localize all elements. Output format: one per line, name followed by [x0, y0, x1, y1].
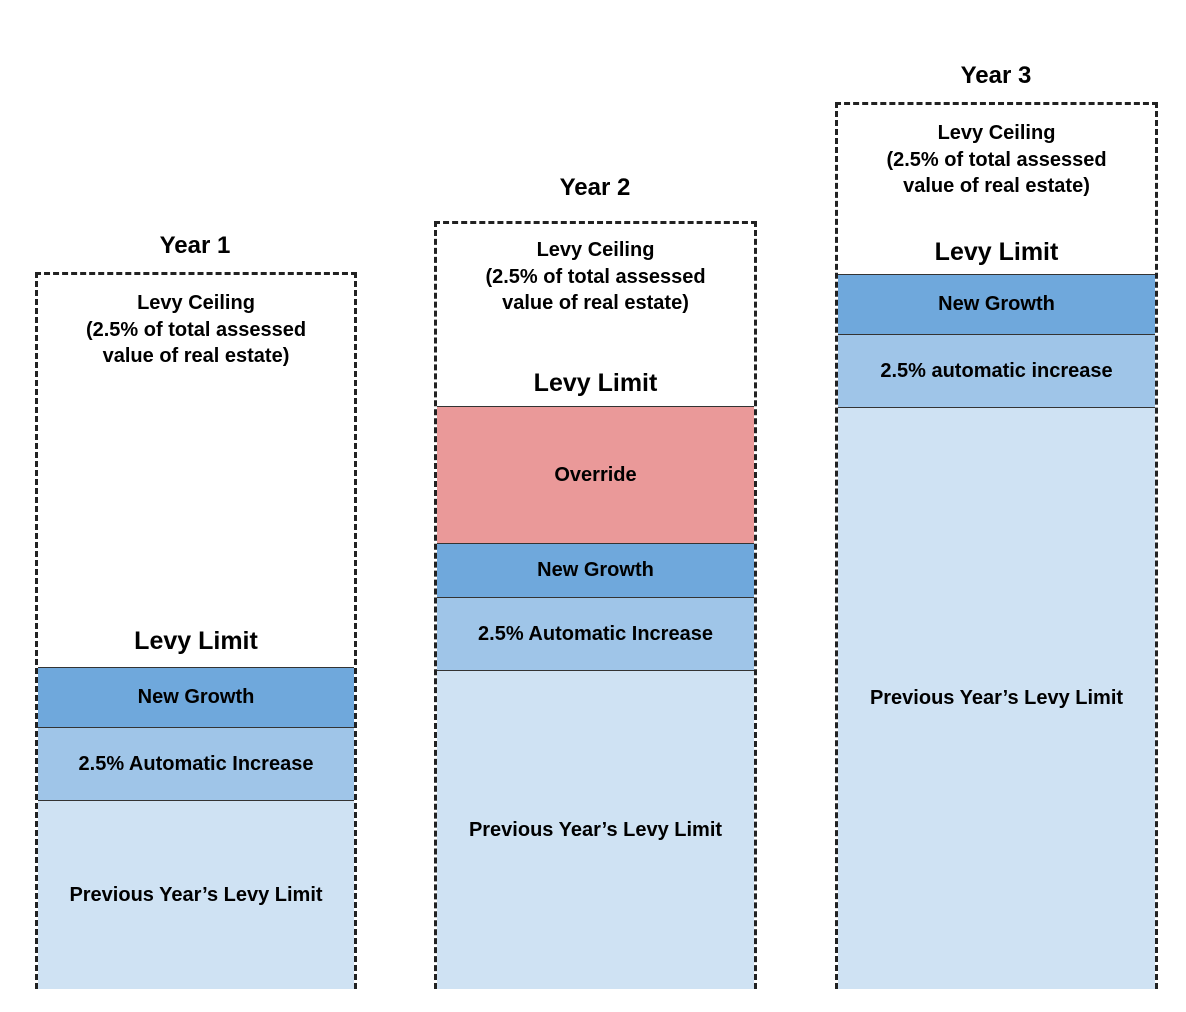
year-2-segment-automatic-increase: 2.5% Automatic Increase: [437, 597, 754, 670]
year-3-ceiling-label: Levy Ceiling (2.5% of total assessed val…: [838, 120, 1155, 200]
year-3-ceiling-box: Levy Ceiling (2.5% of total assessed val…: [835, 102, 1158, 989]
ceiling-desc-line: (2.5% of total assessed: [85, 318, 307, 341]
year-1-levy-limit-label: Levy Limit: [134, 627, 258, 655]
year-2-segment-previous-limit: Previous Year’s Levy Limit: [437, 670, 754, 989]
ceiling-desc-line: value of real estate): [502, 292, 689, 314]
year-1-ceiling-box: Levy Ceiling (2.5% of total assessed val…: [35, 272, 357, 989]
year-1-segment-previous-limit: Previous Year’s Levy Limit: [38, 800, 354, 989]
ceiling-title: Levy Ceiling: [536, 239, 655, 261]
segment-label: Previous Year’s Levy Limit: [69, 883, 323, 906]
ceiling-title: Levy Ceiling: [137, 292, 255, 314]
year-3-title: Year 3: [960, 62, 1032, 89]
ceiling-title: Levy Ceiling: [937, 122, 1056, 144]
segment-label: Override: [554, 463, 637, 486]
year-2-segment-override: Override: [437, 406, 754, 543]
year-3-segment-previous-limit: Previous Year’s Levy Limit: [838, 407, 1155, 989]
year-1-ceiling-label: Levy Ceiling (2.5% of total assessed val…: [38, 290, 354, 370]
year-1-title: Year 1: [159, 232, 231, 259]
ceiling-desc-line: (2.5% of total assessed: [886, 148, 1107, 171]
segment-label: New Growth: [537, 559, 654, 581]
year-1-segment-automatic-increase: 2.5% Automatic Increase: [38, 727, 354, 800]
segment-label: 2.5% Automatic Increase: [478, 622, 713, 645]
year-3-segment-new-growth: New Growth: [838, 274, 1155, 334]
year-2-title: Year 2: [559, 174, 631, 201]
ceiling-desc-line: (2.5% of total assessed: [485, 265, 706, 288]
segment-label: Previous Year’s Levy Limit: [468, 818, 723, 841]
year-2-levy-limit-label: Levy Limit: [533, 369, 658, 397]
year-3-levy-limit-label: Levy Limit: [934, 238, 1059, 266]
year-2-ceiling-label: Levy Ceiling (2.5% of total assessed val…: [437, 237, 754, 317]
segment-label: New Growth: [137, 686, 255, 708]
ceiling-desc-line: value of real estate): [903, 175, 1090, 197]
segment-label: Previous Year’s Levy Limit: [869, 687, 1124, 709]
segment-label: 2.5% automatic increase: [880, 359, 1113, 382]
year-2-ceiling-box: Levy Ceiling (2.5% of total assessed val…: [434, 221, 757, 989]
year-3-segment-automatic-increase: 2.5% automatic increase: [838, 334, 1155, 407]
year-2-segment-new-growth: New Growth: [437, 543, 754, 597]
year-1-segment-new-growth: New Growth: [38, 667, 354, 727]
ceiling-desc-line: value of real estate): [102, 345, 290, 367]
segment-label: New Growth: [938, 293, 1055, 315]
segment-label: 2.5% Automatic Increase: [78, 752, 314, 775]
